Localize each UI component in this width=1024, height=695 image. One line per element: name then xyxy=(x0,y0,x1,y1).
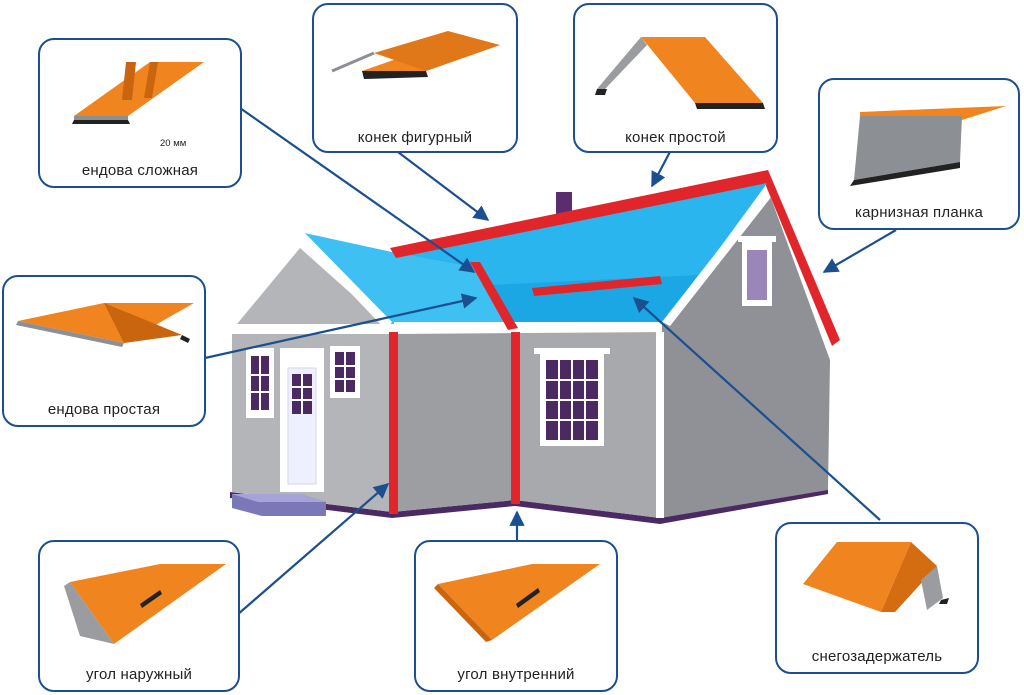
leader-lines xyxy=(204,107,897,629)
inner-corner-icon xyxy=(434,564,600,642)
callout-inner-corner: угол внутренний xyxy=(414,540,618,692)
valley-complex-icon xyxy=(72,62,204,124)
cornice-strip xyxy=(766,170,840,346)
callout-valley-complex: 20 мм ендова сложная xyxy=(38,38,242,188)
callout-label: угол внутренний xyxy=(457,666,575,683)
valley-simple-icon xyxy=(16,303,194,347)
callout-ridge-simple: конек простой xyxy=(573,3,778,153)
callout-label: угол наружный xyxy=(85,666,193,683)
outer-corner-trim xyxy=(389,332,398,514)
left-wing-wall xyxy=(392,328,515,512)
outer-corner-icon xyxy=(64,564,226,644)
chimney xyxy=(556,192,572,214)
dimension-label: 20 мм xyxy=(160,138,187,149)
callout-label: снегозадержатель xyxy=(811,648,943,665)
inner-corner-trim xyxy=(511,332,520,504)
ridge xyxy=(390,170,772,258)
ridge-simple-icon xyxy=(595,37,765,109)
snow-guard-icon xyxy=(803,542,949,612)
callout-label: ендова простая xyxy=(47,401,161,418)
callout-snow-guard: снегозадержатель xyxy=(775,522,979,674)
callout-eaves-strip: карнизная планка xyxy=(818,78,1020,230)
callout-valley-simple: ендова простая xyxy=(2,275,206,427)
callout-label: конек простой xyxy=(625,129,726,146)
valley-strip xyxy=(470,262,518,330)
callout-ridge-shaped: конек фигурный xyxy=(312,3,518,153)
callout-label: конек фигурный xyxy=(357,129,473,146)
callout-outer-corner: угол наружный xyxy=(38,540,240,692)
snow-guard xyxy=(532,276,662,296)
ridge-shaped-icon xyxy=(331,31,500,79)
callout-label: карнизная планка xyxy=(855,204,983,221)
callout-label: ендова сложная xyxy=(81,162,199,179)
wing-roof xyxy=(300,232,510,330)
eaves-strip-icon xyxy=(850,106,1006,186)
